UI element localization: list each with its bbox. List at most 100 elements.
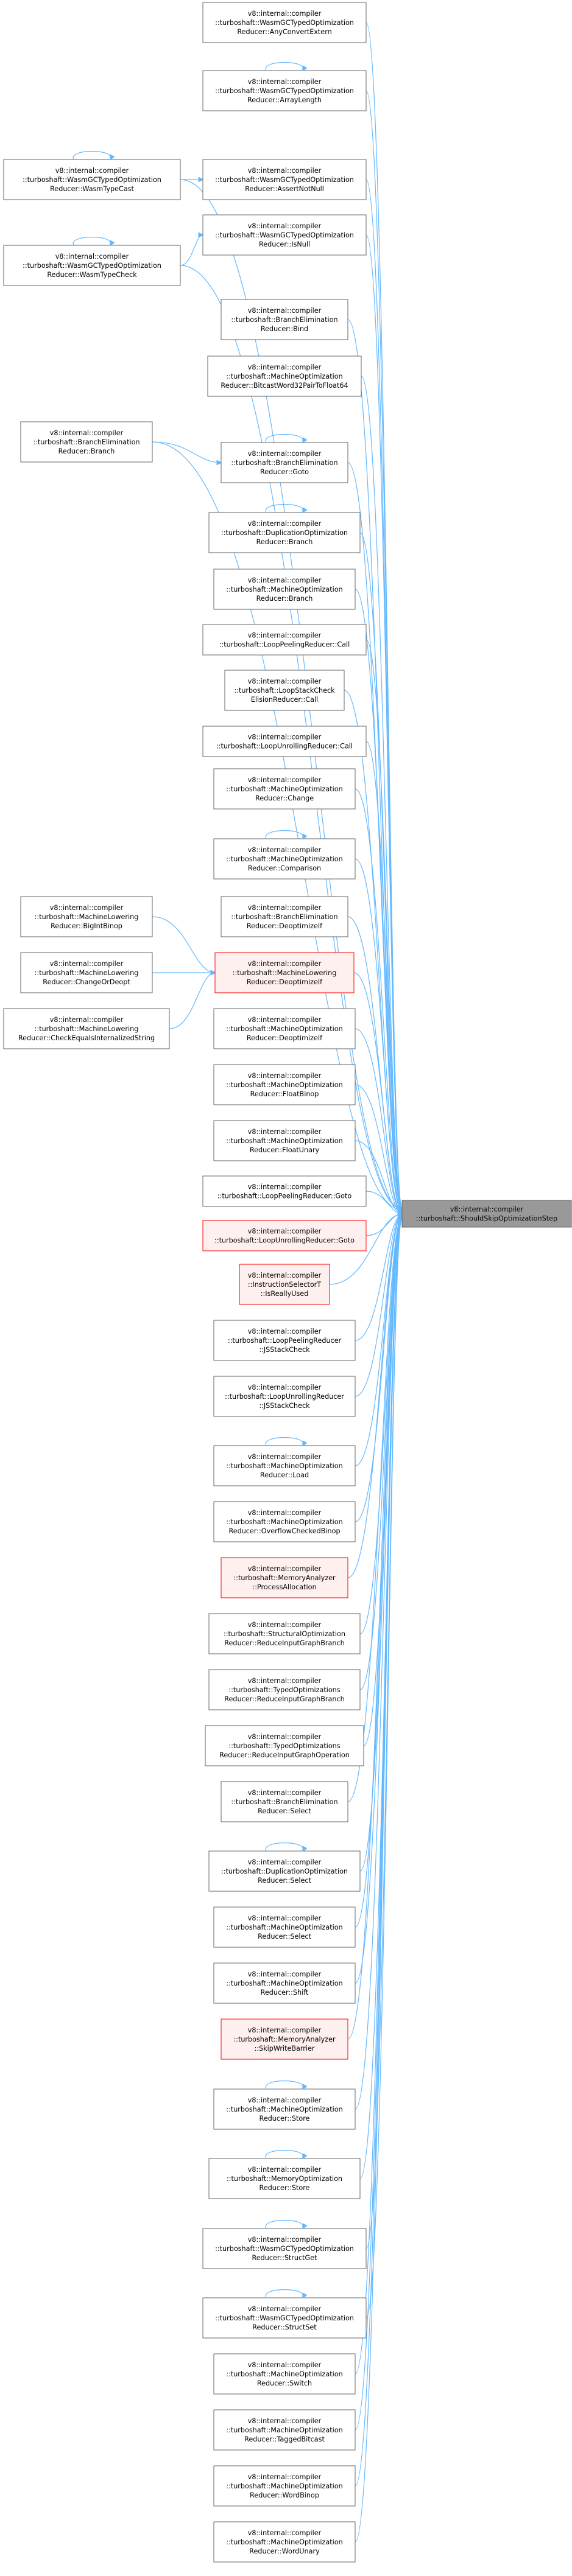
node-label-line: ::turboshaft::MachineOptimization xyxy=(226,1518,342,1526)
node-wasm-type-cast[interactable]: v8::internal::compiler::turboshaft::Wasm… xyxy=(3,150,181,200)
node-loop-stack-check-call[interactable]: v8::internal::compiler::turboshaft::Loop… xyxy=(224,670,345,711)
node-machine-opt-change[interactable]: v8::internal::compiler::turboshaft::Mach… xyxy=(213,768,356,810)
node-label-line: v8::internal::compiler xyxy=(248,2236,322,2244)
edge-structural-reduce-to-target xyxy=(359,1216,402,1634)
node-label-line: ::turboshaft::BranchElimination xyxy=(231,913,337,921)
node-label-line: ::turboshaft::DuplicationOptimization xyxy=(221,529,348,537)
node-is-null[interactable]: v8::internal::compiler::turboshaft::Wasm… xyxy=(202,214,367,256)
node-box xyxy=(213,2353,356,2395)
node-label-line: Reducer::WordBinop xyxy=(250,2491,319,2499)
node-array-length[interactable]: v8::internal::compiler::turboshaft::Wasm… xyxy=(202,61,367,111)
node-label-line: Reducer::ReduceInputGraphBranch xyxy=(224,1639,344,1647)
node-branch-elim-deopt[interactable]: v8::internal::compiler::turboshaft::Bran… xyxy=(221,896,348,937)
node-label-line: v8::internal::compiler xyxy=(248,307,322,315)
node-overflow-checked[interactable]: v8::internal::compiler::turboshaft::Mach… xyxy=(213,1501,356,1542)
node-machine-opt-shift[interactable]: v8::internal::compiler::turboshaft::Mach… xyxy=(213,1962,356,2004)
target-node[interactable]: v8::internal::compiler::turboshaft::Shou… xyxy=(401,1200,572,1228)
edge-loop-peeling-js-to-target xyxy=(355,1214,402,1341)
node-dup-opt-select[interactable]: v8::internal::compiler::turboshaft::Dupl… xyxy=(208,1842,361,1892)
node-label-line: ::turboshaft::WasmGCTypedOptimization xyxy=(215,87,354,95)
node-label-line: Reducer::Shift xyxy=(261,1989,309,1997)
node-loop-peeling-goto[interactable]: v8::internal::compiler::turboshaft::Loop… xyxy=(202,1175,367,1207)
node-loop-unrolling-goto[interactable]: v8::internal::compiler::turboshaft::Loop… xyxy=(202,1220,367,1251)
node-float-unary[interactable]: v8::internal::compiler::turboshaft::Mach… xyxy=(213,1120,356,1161)
node-change-or-deopt[interactable]: v8::internal::compiler::turboshaft::Mach… xyxy=(20,952,153,993)
node-label-line: Reducer::Branch xyxy=(256,595,313,603)
self-loop-edge xyxy=(265,2149,303,2159)
node-box xyxy=(207,355,362,397)
node-label-line: Reducer::Store xyxy=(260,2115,310,2123)
node-box xyxy=(205,1725,364,1766)
node-machine-opt-switch[interactable]: v8::internal::compiler::turboshaft::Mach… xyxy=(213,2353,356,2395)
node-label-line: ::turboshaft::WasmGCTypedOptimization xyxy=(23,262,161,270)
node-machine-opt-branch[interactable]: v8::internal::compiler::turboshaft::Mach… xyxy=(213,569,356,610)
node-typed-reduce-branch[interactable]: v8::internal::compiler::turboshaft::Type… xyxy=(208,1669,361,1710)
node-branch-elim-branch[interactable]: v8::internal::compiler::turboshaft::Bran… xyxy=(20,421,153,463)
node-machine-opt-select[interactable]: v8::internal::compiler::turboshaft::Mach… xyxy=(213,1906,356,1948)
node-bitcast-word32[interactable]: v8::internal::compiler::turboshaft::Mach… xyxy=(207,355,362,397)
node-box xyxy=(221,299,348,340)
node-label-line: v8::internal::compiler xyxy=(248,1789,322,1797)
edge-machine-opt-switch-to-target xyxy=(355,1220,402,2375)
node-branch-elim-bind[interactable]: v8::internal::compiler::turboshaft::Bran… xyxy=(221,299,348,340)
edge-loop-unrolling-call-to-target xyxy=(365,741,402,1211)
node-float-binop[interactable]: v8::internal::compiler::turboshaft::Mach… xyxy=(213,1064,356,1105)
node-label-line: ::turboshaft::LoopPeelingReducer::Call xyxy=(219,641,350,649)
node-box xyxy=(213,768,356,810)
node-big-int-binop[interactable]: v8::internal::compiler::turboshaft::Mach… xyxy=(20,896,153,937)
node-loop-unrolling-call[interactable]: v8::internal::compiler::turboshaft::Loop… xyxy=(202,726,367,757)
edge-array-length-to-target xyxy=(365,90,402,1208)
node-word-unary[interactable]: v8::internal::compiler::turboshaft::Mach… xyxy=(213,2521,356,2563)
node-is-really-used[interactable]: v8::internal::compiler::InstructionSelec… xyxy=(239,1264,330,1305)
edge-process-allocation-to-target xyxy=(347,1216,402,1578)
node-machine-opt-load[interactable]: v8::internal::compiler::turboshaft::Mach… xyxy=(213,1437,356,1486)
node-memory-opt-store[interactable]: v8::internal::compiler::turboshaft::Memo… xyxy=(208,2149,361,2199)
node-box xyxy=(202,2297,367,2339)
node-label-line: v8::internal::compiler xyxy=(55,167,129,175)
node-assert-not-null[interactable]: v8::internal::compiler::turboshaft::Wasm… xyxy=(202,159,367,200)
node-machine-opt-comparison[interactable]: v8::internal::compiler::turboshaft::Mach… xyxy=(213,830,356,880)
node-box xyxy=(213,1906,356,1948)
node-typed-reduce-op[interactable]: v8::internal::compiler::turboshaft::Type… xyxy=(205,1725,364,1766)
node-label-line: ::turboshaft::MachineOptimization xyxy=(226,2105,342,2113)
node-label-line: v8::internal::compiler xyxy=(248,2305,322,2313)
node-box xyxy=(239,1264,330,1305)
node-machine-opt-deopt[interactable]: v8::internal::compiler::turboshaft::Mach… xyxy=(213,1008,356,1049)
node-skip-write-barrier[interactable]: v8::internal::compiler::turboshaft::Memo… xyxy=(221,2018,348,2060)
node-label-line: Reducer::CheckEqualsInternalizedString xyxy=(18,1034,155,1042)
node-box xyxy=(213,1501,356,1542)
node-box xyxy=(213,569,356,610)
node-machine-lowering-deopt[interactable]: v8::internal::compiler::turboshaft::Mach… xyxy=(214,952,355,993)
node-box xyxy=(213,838,356,880)
node-process-allocation[interactable]: v8::internal::compiler::turboshaft::Memo… xyxy=(221,1557,348,1598)
node-branch-elim-goto[interactable]: v8::internal::compiler::turboshaft::Bran… xyxy=(221,433,348,483)
node-struct-set[interactable]: v8::internal::compiler::turboshaft::Wasm… xyxy=(202,2289,367,2339)
edge-loop-unrolling-js-to-target xyxy=(355,1215,402,1397)
node-structural-reduce[interactable]: v8::internal::compiler::turboshaft::Stru… xyxy=(208,1613,361,1654)
node-branch-elim-select[interactable]: v8::internal::compiler::turboshaft::Bran… xyxy=(221,1781,348,1822)
node-check-equals[interactable]: v8::internal::compiler::turboshaft::Mach… xyxy=(3,1008,170,1049)
node-loop-peeling-js[interactable]: v8::internal::compiler::turboshaft::Loop… xyxy=(213,1320,356,1361)
node-label-line: ::turboshaft::BranchElimination xyxy=(231,459,337,467)
node-loop-peeling-call[interactable]: v8::internal::compiler::turboshaft::Loop… xyxy=(202,624,367,656)
edge-machine-opt-load-to-target xyxy=(355,1215,402,1466)
node-any-convert-extern[interactable]: v8::internal::compiler::turboshaft::Wasm… xyxy=(202,2,367,43)
node-loop-unrolling-js[interactable]: v8::internal::compiler::turboshaft::Loop… xyxy=(213,1376,356,1417)
node-label-line: Reducer::Select xyxy=(258,1877,311,1885)
node-tagged-bitcast[interactable]: v8::internal::compiler::turboshaft::Mach… xyxy=(213,2409,356,2451)
node-label-line: v8::internal::compiler xyxy=(50,1016,124,1024)
node-label-line: Reducer::Switch xyxy=(257,2379,312,2387)
edge-branch-elim-goto-to-target xyxy=(347,462,402,1210)
node-label-line: ::turboshaft::MachineLowering xyxy=(35,1025,139,1033)
node-struct-get[interactable]: v8::internal::compiler::turboshaft::Wasm… xyxy=(202,2219,367,2269)
node-machine-opt-store[interactable]: v8::internal::compiler::turboshaft::Mach… xyxy=(213,2080,356,2130)
node-label-line: Reducer::StructSet xyxy=(252,2323,317,2331)
node-dup-opt-branch[interactable]: v8::internal::compiler::turboshaft::Dupl… xyxy=(208,503,361,553)
node-label-line: ::turboshaft::MachineOptimization xyxy=(226,1137,342,1145)
node-label-line: Reducer::DeoptimizeIf xyxy=(247,1034,323,1042)
node-box xyxy=(208,512,361,553)
node-box xyxy=(202,1220,367,1251)
node-wasm-type-check[interactable]: v8::internal::compiler::turboshaft::Wasm… xyxy=(3,236,181,286)
node-word-binop[interactable]: v8::internal::compiler::turboshaft::Mach… xyxy=(213,2465,356,2507)
